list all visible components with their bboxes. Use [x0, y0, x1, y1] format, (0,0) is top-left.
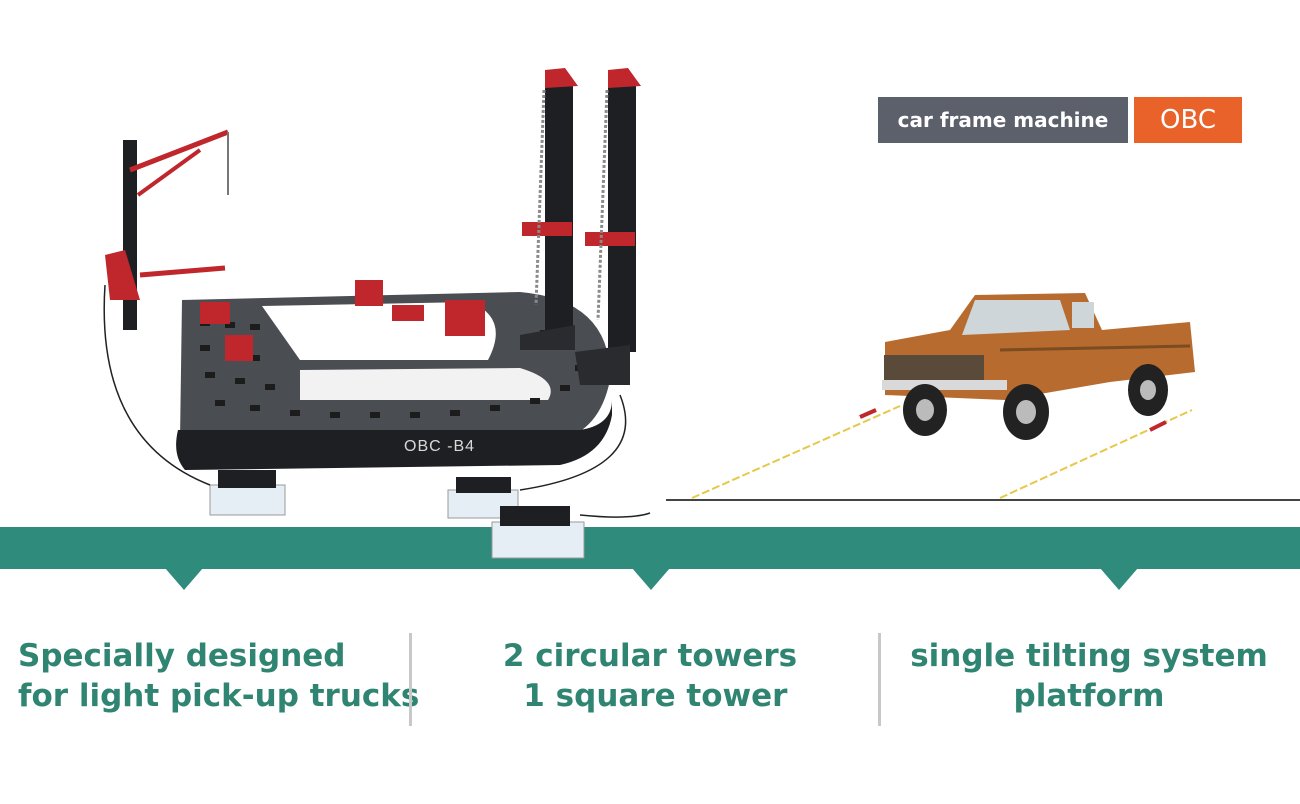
divider-2: [878, 633, 881, 726]
feature-3-line2: platform: [1013, 678, 1165, 714]
feature-1: Specially designed for light pick-up truc…: [18, 636, 419, 716]
feature-pointer-3: [1100, 568, 1138, 590]
frame-machine-image: [103, 68, 651, 559]
product-tag: car frame machine OBC: [878, 97, 1242, 143]
feature-2: 2 circular towers 1 square tower: [422, 636, 878, 716]
feature-1-line1: Specially designed: [18, 638, 346, 674]
pickup-truck-image: [882, 293, 1195, 440]
feature-3-line1: single tilting system: [910, 638, 1268, 674]
machine-model-label: OBC -B4: [404, 438, 476, 455]
feature-band: [0, 527, 1300, 569]
feature-pointer-1: [165, 568, 203, 590]
feature-pointer-2: [632, 568, 670, 590]
feature-2-line2: 1 square tower: [512, 678, 788, 714]
feature-1-line2: for light pick-up trucks: [18, 678, 420, 714]
feature-3: single tilting system platform: [891, 636, 1287, 716]
divider-1: [409, 633, 412, 726]
tag-brand: OBC: [1134, 97, 1242, 143]
tag-label: car frame machine: [878, 97, 1128, 143]
feature-2-line1: 2 circular towers: [502, 638, 798, 674]
lane-line-left: [691, 405, 901, 499]
